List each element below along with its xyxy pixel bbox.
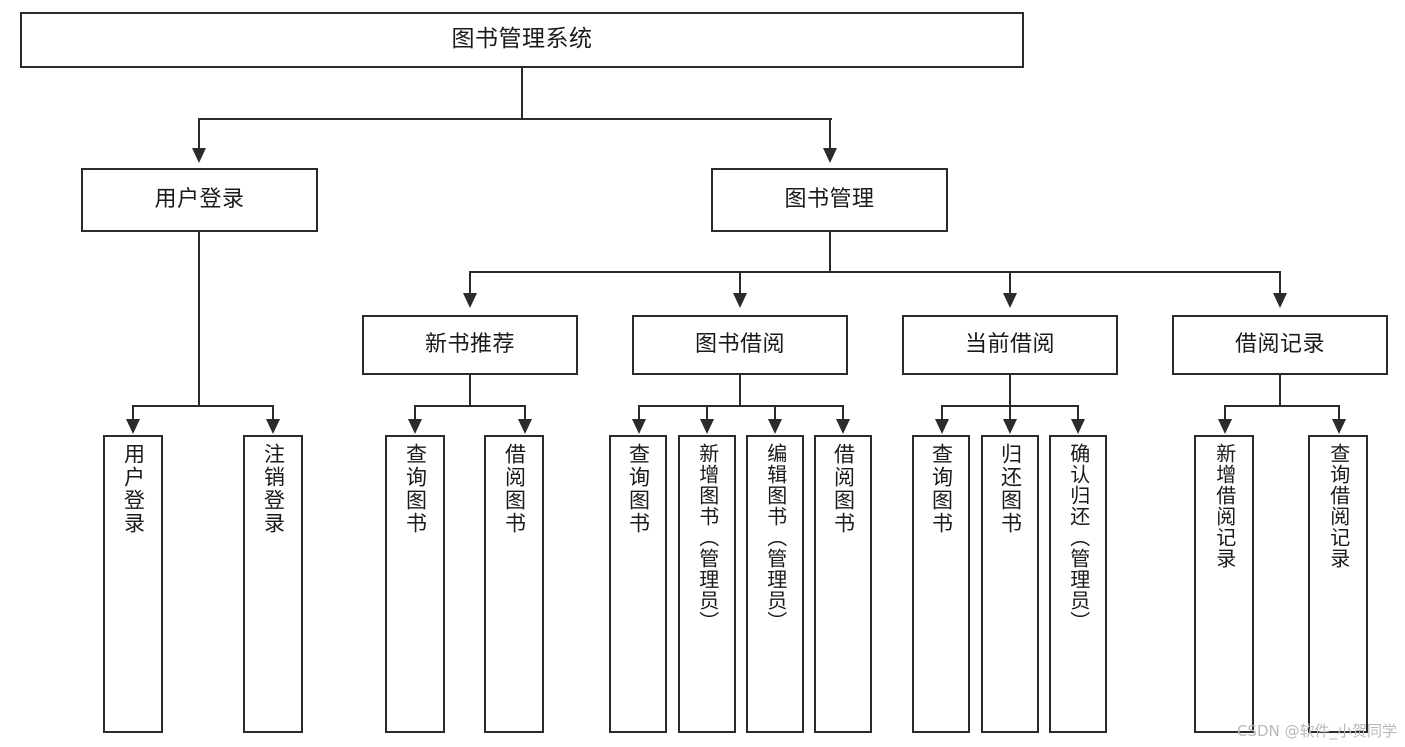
connector-borrow-record-stem — [1279, 375, 1281, 406]
connector-bm-to-current-borrow — [1009, 271, 1011, 295]
arrowhead-br-leaf-1 — [1218, 419, 1232, 434]
connector-cb-to-leaf-2 — [1009, 405, 1011, 421]
connector-book-borrow-stem — [739, 375, 741, 406]
connector-user-login-to-leaf-1 — [132, 405, 134, 421]
connector-root-stem — [521, 68, 523, 119]
connector-br-to-leaf-2 — [1338, 405, 1340, 421]
connector-current-borrow-stem — [1009, 375, 1011, 406]
node-user-login[interactable]: 用户登录 — [81, 168, 318, 232]
leaf-borrow-record-query-record[interactable]: 查询借阅记录 — [1308, 435, 1368, 733]
connector-root-to-user-login — [198, 118, 200, 150]
node-label: 新增借阅记录 — [1212, 443, 1237, 569]
arrowhead-bb-leaf-3 — [768, 419, 782, 434]
connector-bb-to-leaf-3 — [774, 405, 776, 421]
arrowhead-bb-leaf-1 — [632, 419, 646, 434]
leaf-book-borrow-query-book[interactable]: 查询图书 — [609, 435, 667, 733]
connector-book-borrow-bar — [638, 405, 842, 407]
node-label: 查询图书 — [929, 443, 954, 535]
connector-nb-to-leaf-1 — [414, 405, 416, 421]
connector-new-book-bar — [414, 405, 525, 407]
connector-bm-to-book-borrow — [739, 271, 741, 295]
leaf-book-borrow-borrow-book[interactable]: 借阅图书 — [814, 435, 872, 733]
leaf-user-login-logout[interactable]: 注销登录 — [243, 435, 303, 733]
arrowhead-to-book-management — [823, 148, 837, 163]
connector-bm-to-new-book — [469, 271, 471, 295]
node-label: 查询图书 — [403, 443, 428, 535]
connector-borrow-record-bar — [1224, 405, 1339, 407]
arrowhead-bm-current-borrow — [1003, 293, 1017, 308]
leaf-book-borrow-edit-book-admin[interactable]: 编辑图书（管理员） — [746, 435, 804, 733]
leaf-current-borrow-return-book[interactable]: 归还图书 — [981, 435, 1039, 733]
arrowhead-bm-new-book — [463, 293, 477, 308]
node-label: 图书借阅 — [694, 331, 785, 357]
connector-cb-to-leaf-3 — [1077, 405, 1079, 421]
node-label: 用户登录 — [121, 443, 146, 535]
node-label: 用户登录 — [154, 186, 245, 212]
arrowhead-cb-leaf-3 — [1071, 419, 1085, 434]
node-label: 归还图书 — [998, 443, 1023, 535]
node-label: 新书推荐 — [424, 331, 515, 357]
arrowhead-cb-leaf-2 — [1003, 419, 1017, 434]
arrowhead-cb-leaf-1 — [935, 419, 949, 434]
node-label: 查询图书 — [626, 443, 651, 535]
connector-book-management-bar — [469, 271, 1281, 273]
leaf-new-book-borrow-book[interactable]: 借阅图书 — [484, 435, 544, 733]
node-label: 借阅记录 — [1234, 331, 1325, 357]
connector-bb-to-leaf-2 — [706, 405, 708, 421]
leaf-current-borrow-query-book[interactable]: 查询图书 — [912, 435, 970, 733]
arrowhead-user-login-leaf-1 — [126, 419, 140, 434]
leaf-user-login-login[interactable]: 用户登录 — [103, 435, 163, 733]
node-book-management[interactable]: 图书管理 — [711, 168, 948, 232]
connector-nb-to-leaf-2 — [524, 405, 526, 421]
arrowhead-bm-borrow-record — [1273, 293, 1287, 308]
node-borrow-record[interactable]: 借阅记录 — [1172, 315, 1388, 375]
connector-book-management-stem — [829, 232, 831, 272]
node-label: 新增图书（管理员） — [695, 443, 720, 632]
leaf-borrow-record-add-record[interactable]: 新增借阅记录 — [1194, 435, 1254, 733]
node-label: 确认归还（管理员） — [1066, 443, 1091, 632]
connector-user-login-stem — [198, 232, 200, 406]
arrowhead-bb-leaf-4 — [836, 419, 850, 434]
connector-root-to-book-management — [829, 118, 831, 150]
arrowhead-br-leaf-2 — [1332, 419, 1346, 434]
leaf-current-borrow-confirm-return-admin[interactable]: 确认归还（管理员） — [1049, 435, 1107, 733]
node-book-borrow[interactable]: 图书借阅 — [632, 315, 848, 375]
node-label: 图书管理 — [784, 186, 875, 212]
node-label: 图书管理系统 — [451, 26, 593, 53]
node-label: 当前借阅 — [964, 331, 1055, 357]
arrowhead-bm-book-borrow — [733, 293, 747, 308]
arrowhead-bb-leaf-2 — [700, 419, 714, 434]
connector-bb-to-leaf-4 — [842, 405, 844, 421]
arrowhead-to-user-login — [192, 148, 206, 163]
arrowhead-user-login-leaf-2 — [266, 419, 280, 434]
connector-bb-to-leaf-1 — [638, 405, 640, 421]
leaf-book-borrow-add-book-admin[interactable]: 新增图书（管理员） — [678, 435, 736, 733]
connector-br-to-leaf-1 — [1224, 405, 1226, 421]
connector-bm-to-borrow-record — [1279, 271, 1281, 295]
connector-cb-to-leaf-1 — [941, 405, 943, 421]
arrowhead-nb-leaf-1 — [408, 419, 422, 434]
node-label: 查询借阅记录 — [1326, 443, 1351, 569]
node-label: 注销登录 — [261, 443, 286, 535]
node-label: 编辑图书（管理员） — [763, 443, 788, 632]
connector-new-book-stem — [469, 375, 471, 406]
node-current-borrow[interactable]: 当前借阅 — [902, 315, 1118, 375]
leaf-new-book-query-book[interactable]: 查询图书 — [385, 435, 445, 733]
connector-root-bar — [198, 118, 832, 120]
arrowhead-nb-leaf-2 — [518, 419, 532, 434]
node-label: 借阅图书 — [831, 443, 856, 535]
node-label: 借阅图书 — [502, 443, 527, 535]
node-new-book-recommend[interactable]: 新书推荐 — [362, 315, 578, 375]
connector-user-login-bar — [132, 405, 273, 407]
connector-user-login-to-leaf-2 — [272, 405, 274, 421]
node-root-book-management-system[interactable]: 图书管理系统 — [20, 12, 1024, 68]
